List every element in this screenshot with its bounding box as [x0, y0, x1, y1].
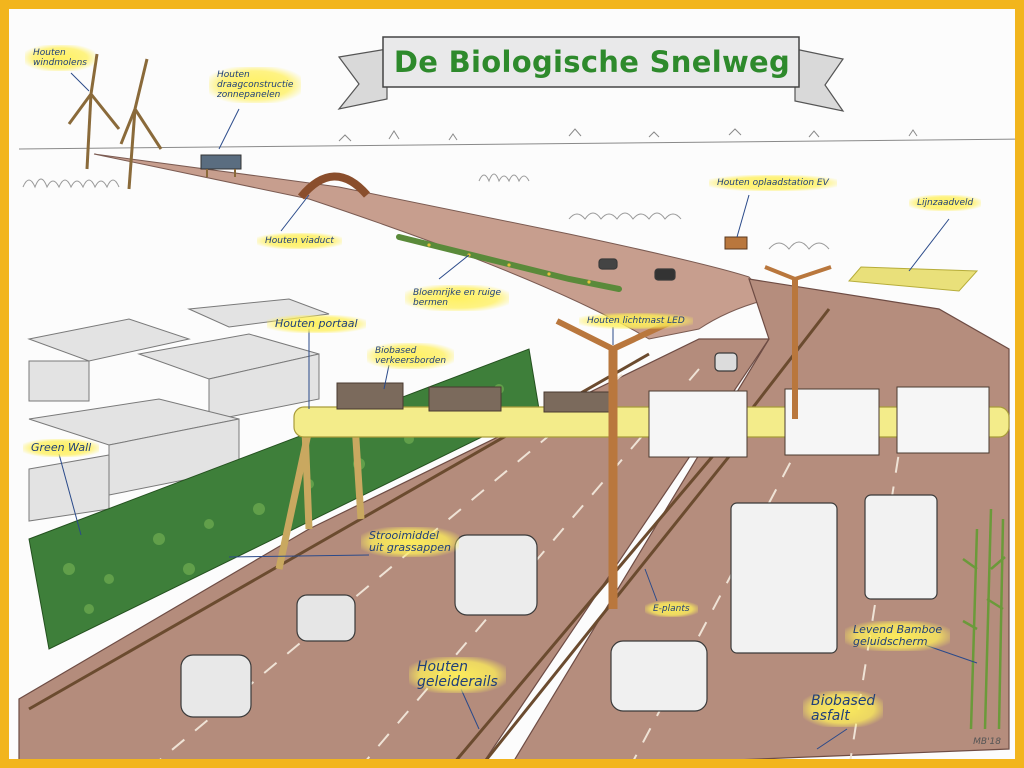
ev-charging-station — [724, 236, 748, 250]
label-green-wall: Green Wall — [23, 439, 100, 457]
label-wooden-viaduct: Houten viaduct — [257, 233, 342, 249]
biobased-traffic-signs — [336, 382, 990, 458]
solar-panel-array — [200, 154, 242, 177]
flax-field — [847, 266, 979, 292]
wooden-light-masts — [555, 265, 832, 609]
wooden-viaduct — [297, 172, 371, 200]
page-title: De Biologische Snelweg — [393, 45, 791, 79]
highway-scene — [18, 36, 1015, 759]
label-bamboo-barrier: Levend Bamboe geluidscherm — [845, 621, 951, 651]
leader-lines — [58, 72, 978, 750]
label-wooden-guardrails: Houten geleiderails — [409, 657, 506, 693]
label-e-plants: E-plants — [645, 601, 698, 617]
label-flower-verges: Bloemrijke en ruige bermen — [405, 285, 510, 311]
town-buildings — [27, 298, 330, 522]
tree-rows — [22, 173, 830, 250]
label-wooden-portal: Houten portaal — [267, 315, 366, 333]
label-ev-charging-station: Houten oplaadstation EV — [709, 175, 837, 191]
label-biobased-asphalt: Biobased asfalt — [803, 691, 884, 727]
label-flax-field: Lijnzaadveld — [909, 195, 982, 211]
bamboo-noise-barrier — [962, 508, 1006, 730]
vehicles — [180, 258, 938, 718]
label-grass-deicer: Strooimiddel uit grassappen — [361, 527, 459, 557]
flower-dots — [427, 243, 591, 284]
horizon — [18, 128, 1015, 150]
label-wooden-windmills: Houten windmolens — [25, 45, 95, 71]
title-banner — [337, 36, 845, 112]
artist-signature: MB'18 — [973, 737, 1001, 747]
flower-verge — [396, 234, 622, 292]
label-biobased-signs: Biobased verkeersborden — [367, 343, 455, 369]
label-wooden-light-mast: Houten lichtmast LED — [579, 313, 693, 329]
wooden-wind-turbines — [67, 53, 163, 190]
label-solar-panel-structure: Houten draagconstructie zonnepanelen — [209, 67, 302, 103]
